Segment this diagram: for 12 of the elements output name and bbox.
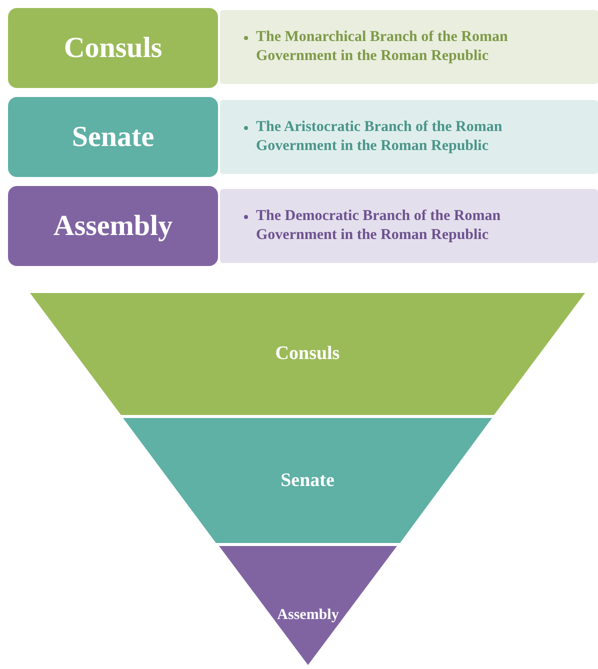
segment-label: Assembly <box>277 607 339 624</box>
bullet-text: The Aristocratic Branch of the Roman Government in the Roman Republic <box>256 118 504 156</box>
segment-label: Consuls <box>275 343 340 365</box>
bullet-text: The Monarchical Branch of the Roman Government in the Roman Republic <box>256 28 509 66</box>
description-box <box>220 100 598 174</box>
description-box <box>220 10 598 84</box>
description-box <box>220 189 598 263</box>
bullet-text: The Democratic Branch of the Roman Government in the Roman Republic <box>256 207 502 245</box>
title-box: Senate <box>8 97 218 177</box>
title-box: Consuls <box>8 8 218 88</box>
segment-label: Senate <box>280 470 334 492</box>
title-box: Assembly <box>8 186 218 266</box>
